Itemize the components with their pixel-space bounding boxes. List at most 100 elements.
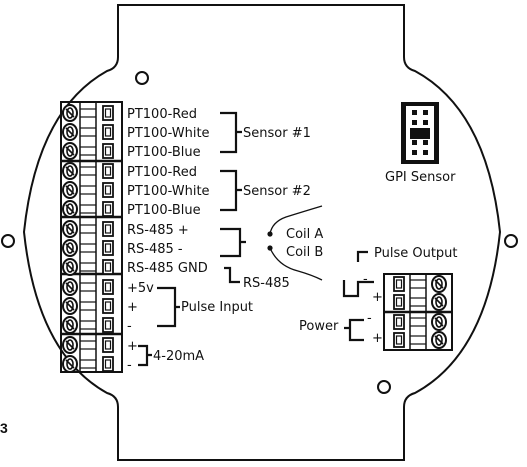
left-screw-icon [62, 123, 78, 141]
left-screw-icon [62, 278, 78, 296]
pulse-input-label: Pulse Input [181, 300, 253, 315]
rs485-wire-plus: RS-485 + [127, 223, 189, 238]
rs485-wire-gnd: RS-485 GND [127, 261, 208, 276]
left-clamp-icon [102, 240, 114, 256]
analog-wire-minus: - [127, 358, 132, 373]
sensor1-wire-red: PT100-Red [127, 107, 197, 122]
right-screw-icon [431, 331, 447, 349]
left-clamp-icon [102, 279, 114, 295]
mounting-hole-top [135, 71, 149, 85]
analog-bracket [138, 344, 152, 367]
left-screw-icon [62, 200, 78, 218]
pulse-output-wire-plus: + [372, 290, 383, 305]
pulse-input-wire-plus: + [127, 300, 138, 315]
gpi-pin [412, 140, 417, 145]
power-bracket [344, 318, 364, 342]
sensor2-wire-labels: PT100-Red PT100-White PT100-Blue [127, 165, 210, 218]
gpi-pin [412, 150, 417, 155]
coil-b-wire [269, 247, 323, 281]
right-clamp-icon [393, 332, 405, 348]
rs485-wire-labels: RS-485 + RS-485 - RS-485 GND [127, 223, 208, 276]
left-screw-icon [62, 181, 78, 199]
sensor2-bracket [220, 169, 242, 212]
sensor2-wire-blue: PT100-Blue [127, 203, 201, 218]
left-screw-icon [62, 142, 78, 160]
left-clamp-icon [102, 298, 114, 314]
sensor1-bracket [220, 111, 242, 154]
left-screw-icon [62, 220, 78, 238]
sensor1-wire-white: PT100-White [127, 126, 210, 141]
left-clamp-icon [102, 143, 114, 159]
pulse-output-label: Pulse Output [374, 246, 458, 261]
gpi-pin [423, 120, 428, 125]
right-screw-icon [431, 275, 447, 293]
left-clamp-icon [102, 337, 114, 353]
pulse-input-wire-labels: +5v + - [127, 281, 154, 334]
figure-number: 3 [0, 420, 8, 436]
gpi-pin [423, 150, 428, 155]
analog-output-wire-labels: + - [127, 339, 138, 373]
right-clamp-icon [393, 276, 405, 292]
gpi-pin [412, 120, 417, 125]
sensor1-wire-labels: PT100-Red PT100-White PT100-Blue [127, 107, 210, 160]
pulse-input-bracket [157, 286, 180, 328]
enclosure-outline [22, 4, 502, 461]
mounting-hole-right [504, 234, 518, 248]
left-terminal-block [60, 101, 123, 373]
mounting-hole-bottom [377, 380, 391, 394]
left-screw-icon [62, 297, 78, 315]
left-clamp-icon [102, 221, 114, 237]
coil-a-terminal [267, 231, 273, 237]
coil-b-terminal [267, 245, 273, 251]
gpi-pin [423, 140, 428, 145]
right-clamp-icon [393, 314, 405, 330]
left-clamp-icon [102, 124, 114, 140]
rs485-bracket [220, 227, 246, 258]
left-screw-icon [62, 336, 78, 354]
gpi-pin [412, 110, 417, 115]
left-clamp-icon [102, 201, 114, 217]
left-clamp-icon [102, 163, 114, 179]
left-screw-icon [62, 104, 78, 122]
right-screw-icon [431, 313, 447, 331]
sensor1-wire-blue: PT100-Blue [127, 145, 201, 160]
sensor1-label: Sensor #1 [243, 126, 311, 141]
left-screw-icon [62, 355, 78, 373]
coil-b-label: Coil B [286, 245, 323, 260]
power-wire-minus: - [367, 311, 372, 326]
coil-a-label: Coil A [286, 227, 323, 242]
rs485-wire-minus: RS-485 - [127, 242, 183, 257]
sensor2-wire-white: PT100-White [127, 184, 210, 199]
left-screw-icon [62, 258, 78, 276]
gpi-sensor-connector [401, 102, 439, 164]
left-screw-icon [62, 316, 78, 334]
pulse-output-connector [356, 250, 368, 262]
power-label: Power [299, 319, 339, 334]
pulse-input-wire-minus: - [127, 319, 132, 334]
gpi-pin [423, 110, 428, 115]
rs485-label: RS-485 [243, 276, 290, 291]
left-clamp-icon [102, 105, 114, 121]
power-wire-plus: + [372, 331, 383, 346]
pulse-output-wire-minus: - [363, 272, 368, 287]
sensor2-wire-red: PT100-Red [127, 165, 197, 180]
left-clamp-icon [102, 259, 114, 275]
pulse-input-wire-5v: +5v [127, 281, 154, 296]
sensor2-label: Sensor #2 [243, 184, 311, 199]
left-clamp-icon [102, 356, 114, 372]
right-screw-icon [431, 293, 447, 311]
left-clamp-icon [102, 317, 114, 333]
right-clamp-icon [393, 294, 405, 310]
pulse-output-bracket [342, 280, 374, 298]
coil-a-wire [269, 205, 323, 235]
analog-output-label: 4-20mA [153, 349, 204, 364]
analog-wire-plus: + [127, 339, 138, 354]
left-screw-icon [62, 239, 78, 257]
gpi-sensor-label: GPI Sensor [385, 170, 456, 185]
mounting-hole-left [1, 234, 15, 248]
left-clamp-icon [102, 182, 114, 198]
left-screw-icon [62, 162, 78, 180]
right-terminal-block [383, 273, 453, 351]
rs485-gnd-line [224, 266, 240, 284]
